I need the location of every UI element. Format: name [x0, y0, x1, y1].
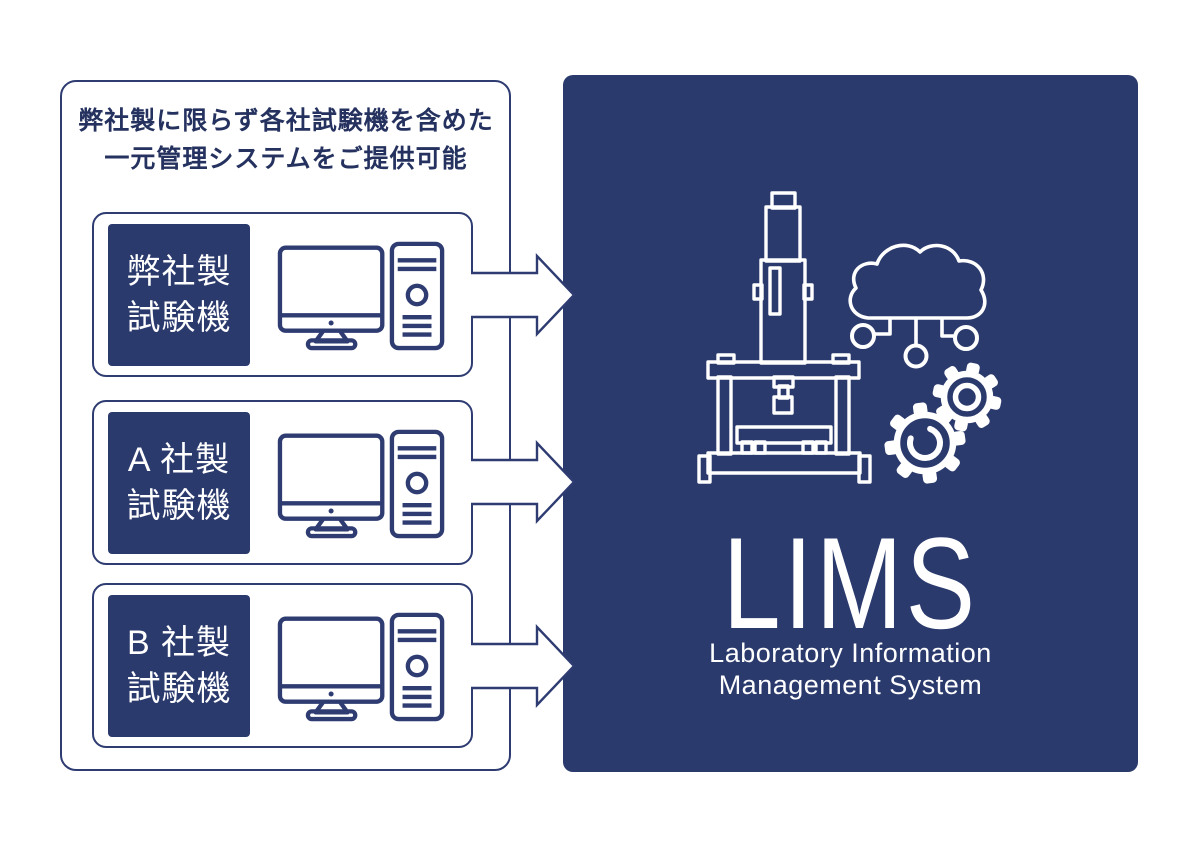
callout-line-1: 弊社製に限らず各社試験機を含めた	[78, 107, 494, 135]
gear-small	[932, 362, 1002, 432]
machine-label-line-1: B 社製	[126, 624, 232, 662]
lims-acronym: LIMS	[722, 510, 979, 656]
callout-line-2: 一元管理システムをご提供可能	[104, 145, 468, 173]
lims-subtitle-line-1: Laboratory Information	[709, 638, 992, 668]
lims-subtitle: Laboratory Information Management System	[563, 637, 1138, 701]
machine-label-line-2: 試験機	[126, 487, 232, 525]
machine-label-line-1: 弊社製	[126, 253, 232, 291]
machine-label-line-2: 試験機	[126, 670, 232, 708]
machine-row-company-b: B 社製 試験機	[92, 583, 473, 748]
lims-subtitle-line-2: Management System	[718, 670, 983, 700]
monitor-power-dot	[328, 320, 334, 326]
testing-machine-icon	[697, 191, 872, 484]
computer-workstation-icon	[277, 429, 445, 539]
lims-panel: LIMS Laboratory Information Management S…	[563, 75, 1138, 772]
machine-label-chip: A 社製 試験機	[108, 412, 250, 554]
gear-large	[884, 402, 966, 484]
machine-row-company-a: A 社製 試験機	[92, 400, 473, 565]
cloud-network-icon	[848, 243, 987, 369]
machine-row-own: 弊社製 試験機	[92, 212, 473, 377]
arrow-right-icon	[471, 253, 576, 337]
machine-label-line-2: 試験機	[126, 299, 232, 337]
arrow-right-icon	[471, 440, 576, 524]
arrow-right-icon	[471, 624, 576, 708]
computer-workstation-icon	[277, 241, 445, 351]
monitor-power-dot	[328, 691, 334, 697]
gears-icon	[884, 362, 1002, 484]
monitor-power-dot	[328, 508, 334, 514]
machine-label-line-1: A 社製	[127, 441, 231, 479]
machine-label-chip: B 社製 試験機	[108, 595, 250, 737]
callout-text: 弊社製に限らず各社試験機を含めた 一元管理システムをご提供可能	[66, 102, 506, 178]
computer-workstation-icon	[277, 612, 445, 722]
machine-label-chip: 弊社製 試験機	[108, 224, 250, 366]
